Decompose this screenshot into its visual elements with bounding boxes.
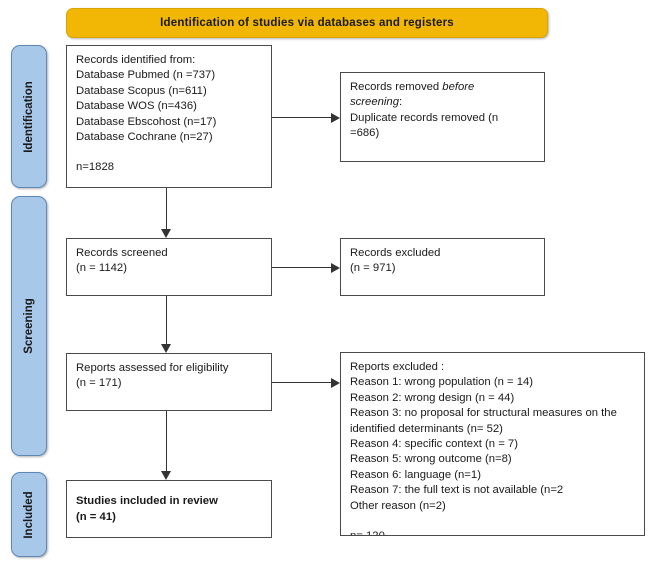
box-reports-assessed: Reports assessed for eligibility (n = 17… bbox=[66, 353, 272, 411]
records-identified-line-5: Database Ebscohost (n=17) bbox=[76, 115, 217, 128]
box-reports-excluded: Reports excluded : Reason 1: wrong popul… bbox=[340, 352, 645, 536]
records-removed-italic-1: before bbox=[442, 81, 475, 93]
connector-identified-to-removed bbox=[272, 117, 332, 118]
box-records-screened: Records screened (n = 1142) bbox=[66, 238, 272, 296]
diagram-header-title: Identification of studies via databases … bbox=[160, 17, 454, 29]
records-screened-line-1: Records screened bbox=[76, 247, 168, 259]
records-removed-line-3: Duplicate records removed (n bbox=[350, 111, 499, 124]
arrow-right-icon-assessed-to-reports-excluded bbox=[331, 378, 340, 388]
box-records-identified: Records identified from: Database Pubmed… bbox=[66, 45, 272, 188]
records-identified-total: n=1828 bbox=[76, 161, 115, 174]
records-removed-line-1: Records removed before bbox=[350, 80, 536, 95]
arrow-down-icon-identified-to-screened bbox=[161, 229, 171, 238]
studies-included-line-2: (n = 41) bbox=[76, 510, 116, 523]
box-studies-included: Studies included in review (n = 41) bbox=[66, 480, 272, 538]
arrow-right-icon-identified-to-removed bbox=[331, 113, 340, 123]
records-excluded-line-2: (n = 971) bbox=[350, 262, 396, 275]
reports-excluded-reason-4: Reason 4: specific context (n = 7) bbox=[350, 438, 518, 451]
records-identified-line-3: Database Scopus (n=611) bbox=[76, 84, 207, 97]
connector-identified-to-screened bbox=[166, 188, 167, 230]
reports-assessed-line-2: (n = 171) bbox=[76, 377, 122, 390]
reports-excluded-reason-1: Reason 1: wrong population (n = 14) bbox=[350, 376, 534, 389]
arrow-down-icon-screened-to-assessed bbox=[161, 344, 171, 353]
stage-rail-label-included: Included bbox=[23, 490, 35, 539]
connector-assessed-to-included bbox=[166, 411, 167, 471]
records-removed-colon: : bbox=[398, 96, 403, 109]
reports-excluded-total: n= 120 bbox=[350, 529, 636, 535]
box-records-excluded: Records excluded (n = 971) bbox=[340, 238, 545, 296]
records-screened-line-2: (n = 1142) bbox=[76, 262, 127, 275]
diagram-header-banner: Identification of studies via databases … bbox=[66, 8, 548, 38]
stage-rail-label-screening: Screening bbox=[23, 298, 35, 354]
stage-rail-included: Included bbox=[11, 472, 47, 557]
records-identified-line-1: Records identified from: bbox=[76, 54, 196, 66]
records-excluded-line-1: Records excluded bbox=[350, 247, 441, 259]
stage-rail-label-identification: Identification bbox=[23, 80, 35, 153]
reports-excluded-title: Reports excluded : bbox=[350, 361, 445, 373]
records-identified-line-2: Database Pubmed (n =737) bbox=[76, 69, 216, 82]
stage-rail-identification: Identification bbox=[11, 45, 47, 188]
arrow-down-icon-assessed-to-included bbox=[161, 471, 171, 480]
records-removed-line-4: =686) bbox=[350, 127, 380, 140]
reports-excluded-spacer bbox=[350, 514, 636, 529]
reports-excluded-reason-3: Reason 3: no proposal for structural mea… bbox=[350, 407, 617, 435]
stage-rail-screening: Screening bbox=[11, 196, 47, 456]
records-removed-line-2: screening: bbox=[350, 95, 536, 110]
records-removed-italic-2: screening bbox=[350, 96, 399, 109]
records-identified-line-4: Database WOS (n=436) bbox=[76, 100, 197, 113]
records-removed-text-1: Records removed bbox=[350, 81, 443, 93]
records-identified-spacer bbox=[76, 145, 263, 160]
reports-excluded-reason-6: Reason 6: language (n=1) bbox=[350, 468, 481, 481]
reports-assessed-line-1: Reports assessed for eligibility bbox=[76, 362, 229, 374]
records-identified-line-6: Database Cochrane (n=27) bbox=[76, 131, 213, 144]
reports-excluded-reason-2: Reason 2: wrong design (n = 44) bbox=[350, 391, 515, 404]
reports-excluded-reason-7: Reason 7: the full text is not available… bbox=[350, 484, 564, 497]
connector-assessed-to-reports-excluded bbox=[272, 382, 332, 383]
connector-screened-to-excluded bbox=[272, 267, 332, 268]
studies-included-line-1: Studies included in review bbox=[76, 495, 218, 508]
connector-screened-to-assessed bbox=[166, 296, 167, 344]
reports-excluded-reason-other: Other reason (n=2) bbox=[350, 499, 446, 512]
reports-excluded-reason-5: Reason 5: wrong outcome (n=8) bbox=[350, 453, 512, 466]
box-records-removed: Records removed before screening: Duplic… bbox=[340, 72, 545, 162]
arrow-right-icon-screened-to-excluded bbox=[331, 263, 340, 273]
